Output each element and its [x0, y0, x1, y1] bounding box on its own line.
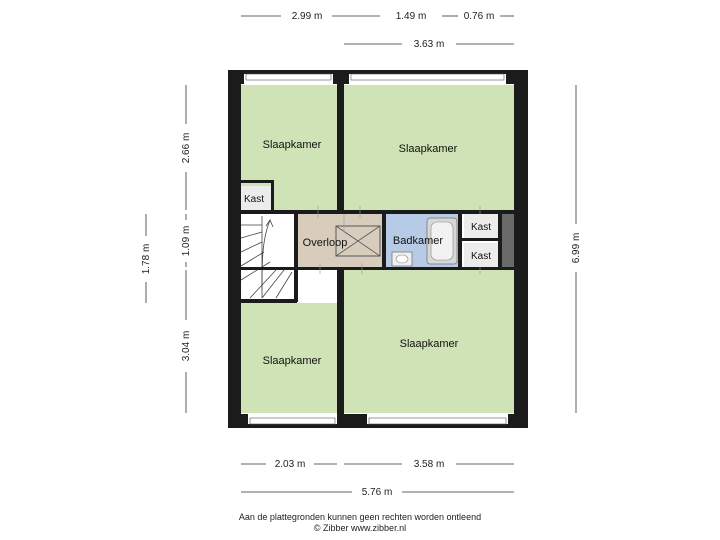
- dim-top-1: 2.99 m: [292, 11, 323, 22]
- landing-label: Overloop: [303, 237, 348, 249]
- closet-left-area: [241, 186, 271, 210]
- closet-right-top-area: [464, 214, 498, 238]
- bedroom-bottom-right-label: Slaapkamer: [400, 338, 459, 350]
- dim-left-3: 3.04 m: [181, 331, 192, 362]
- landing-area: [298, 214, 382, 267]
- windows: [245, 73, 507, 425]
- dim-right-total: 6.99 m: [571, 233, 582, 264]
- dimension-top: 2.99 m 1.49 m 0.76 m 3.63 m: [241, 11, 514, 50]
- dim-top-3: 0.76 m: [464, 11, 495, 22]
- bedroom-bottom-right-area: [344, 270, 514, 413]
- closet-right-bottom-area: [464, 243, 498, 267]
- dim-top-2: 1.49 m: [396, 11, 427, 22]
- dim-bottom-total: 5.76 m: [362, 487, 393, 498]
- disclaimer-text: Aan de plattegronden kunnen geen rechten…: [238, 512, 482, 522]
- closet-left-label: Kast: [244, 194, 264, 205]
- dim-left-2: 1.09 m: [181, 226, 192, 257]
- dim-left-1: 2.66 m: [181, 133, 192, 164]
- closet-right-top-label: Kast: [471, 222, 491, 233]
- bathroom-label: Badkamer: [393, 235, 443, 247]
- walls: [228, 70, 528, 428]
- dim-bottom-1: 2.03 m: [275, 459, 306, 470]
- washbasin: [391, 251, 413, 267]
- bedroom-top-right-area: [344, 85, 514, 211]
- closet-right-bottom-label: Kast: [471, 251, 491, 262]
- bedroom-bottom-left-area: [241, 303, 337, 413]
- dimension-left: 2.66 m 1.09 m 3.04 m 1.78 m: [141, 85, 192, 413]
- bathtub: [426, 217, 458, 265]
- dim-left-outer: 1.78 m: [141, 244, 152, 275]
- bedroom-top-left-label: Slaapkamer: [263, 139, 322, 151]
- dim-bottom-2: 3.58 m: [414, 459, 445, 470]
- bedroom-bottom-left-label: Slaapkamer: [263, 355, 322, 367]
- loft-hatch: [335, 225, 381, 257]
- dimension-bottom: 2.03 m 3.58 m 5.76 m: [241, 459, 514, 498]
- staircase: [240, 215, 295, 299]
- copyright-text: © Zibber www.zibber.nl: [313, 523, 407, 533]
- dim-top-4: 3.63 m: [414, 39, 445, 50]
- dimension-right: 6.99 m: [571, 85, 582, 413]
- bedroom-top-right-label: Slaapkamer: [399, 143, 458, 155]
